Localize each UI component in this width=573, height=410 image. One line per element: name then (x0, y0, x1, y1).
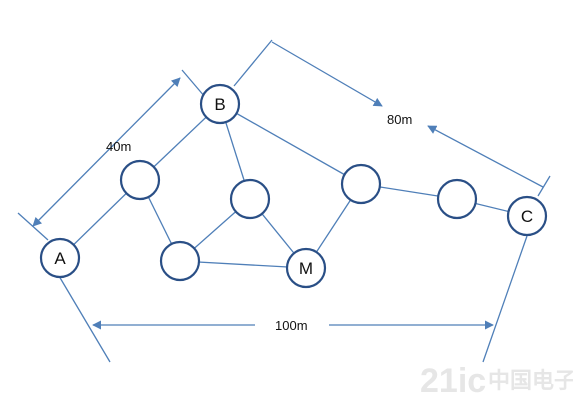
node-unlabeled-3 (229, 178, 271, 220)
extension-line-b-left (181, 69, 206, 98)
node-a-label: A (54, 249, 66, 268)
node-m-label: M (299, 259, 313, 278)
node-m: M (285, 247, 327, 289)
extension-line-a-top (17, 212, 49, 241)
dimension-arrow-bc-upper (271, 41, 383, 107)
dimension-label-ac: 100m (275, 318, 308, 333)
node-unlabeled-4 (340, 163, 382, 205)
node-unlabeled-1 (119, 159, 161, 201)
dimension-label-ab: 40m (106, 139, 131, 154)
watermark-main: 21ic (420, 362, 486, 400)
edge-b-n4 (219, 103, 362, 185)
extension-line-c-bottom (482, 235, 528, 363)
extension-line-a-bottom (58, 275, 111, 363)
node-b-label: B (214, 95, 225, 114)
edge-n2-m (179, 260, 307, 269)
dimension-arrow-bc-lower (427, 125, 544, 188)
dimension-label-bc: 80m (387, 112, 412, 127)
extension-line-b-top (233, 39, 273, 87)
node-c-label: C (521, 207, 533, 226)
node-unlabeled-2 (159, 240, 201, 282)
extension-lines (17, 39, 551, 363)
node-b: B (199, 83, 241, 125)
node-a: A (39, 237, 81, 279)
node-c: C (506, 195, 548, 237)
watermark-site: 中国电子网 (488, 368, 573, 393)
watermark: 21ic 中国电子网 (420, 362, 573, 400)
dimension-arrows (32, 41, 544, 330)
dimension-arrow-ab (32, 77, 181, 227)
node-unlabeled-5 (436, 178, 478, 220)
extension-line-c-top (537, 175, 551, 197)
